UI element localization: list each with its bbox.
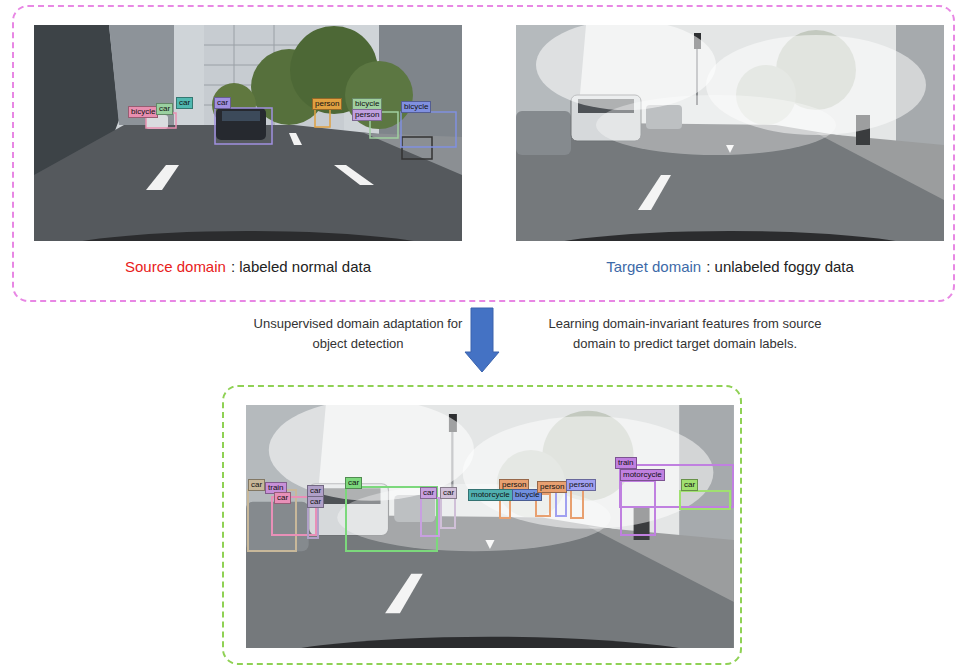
detection-box-part [621, 481, 655, 535]
detection-box-part [571, 490, 583, 518]
annotation-text: Learning domain-invariant features from … [540, 314, 830, 354]
result-panel: cartraincarcarcarcarcarcarpersonmotorcyc… [222, 385, 742, 665]
source-photo [34, 25, 462, 283]
detection-label: car [440, 487, 457, 499]
detection-box-part [215, 108, 272, 144]
source-photo-part [34, 25, 462, 283]
detection-label: bicycle [401, 101, 431, 113]
detection-box [248, 465, 733, 551]
detection-label: car [274, 492, 291, 504]
caption-text: : unlabeled foggy data [706, 258, 854, 276]
detection-label: motorcycle [468, 489, 513, 501]
detection-label: car [681, 479, 698, 491]
detection-label: car [156, 103, 173, 115]
detection-label: car [307, 496, 324, 508]
block-arrow [465, 308, 499, 372]
detection-box-part [421, 498, 439, 536]
detection-label: car [176, 97, 193, 109]
detection-box-part [500, 500, 510, 518]
result-photo-part [246, 399, 734, 668]
detection-box-part [556, 490, 566, 516]
detection-box [146, 108, 456, 147]
detection-box-part [680, 491, 730, 509]
detection-label: car [248, 479, 265, 491]
detection-box-part [346, 487, 437, 551]
caption-text: Target domain [606, 258, 701, 276]
detection-label: motorcycle [620, 469, 665, 481]
detection-label: car [420, 487, 437, 499]
caption-text: Source domain [125, 258, 226, 276]
detection-label: car [345, 477, 362, 489]
detection-box-part [441, 498, 455, 528]
result-photo [246, 399, 734, 668]
detection-label: person [352, 109, 382, 121]
detection-box-part [315, 109, 330, 127]
detection-box-part [620, 465, 733, 507]
domain-panel: bicyclecarcarcarpersonbicyclepersonbicyc… [12, 5, 955, 302]
caption-text: : labeled normal data [231, 258, 371, 276]
detection-label: car [214, 97, 231, 109]
detection-label: bicycle [128, 106, 158, 118]
target-photo [516, 20, 944, 283]
detection-label: person [566, 479, 596, 491]
detection-label: train [615, 457, 637, 469]
detection-label: person [312, 98, 342, 110]
detection-label: person [537, 481, 567, 493]
annotation-text: Unsupervised domain adaptation for objec… [251, 314, 466, 354]
target-photo-part [516, 20, 944, 283]
detection-box-part [401, 112, 456, 147]
